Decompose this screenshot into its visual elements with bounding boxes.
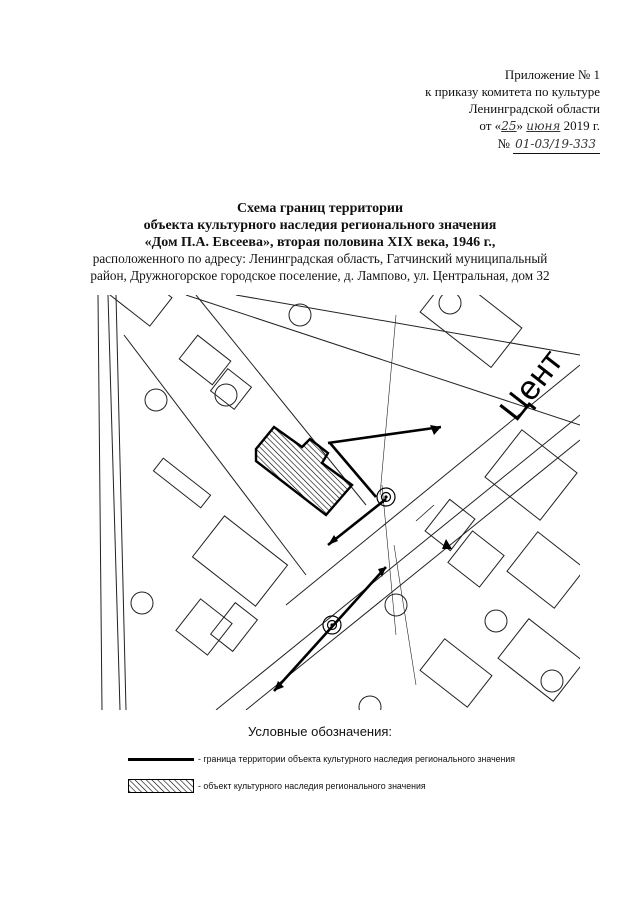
tree-symbol — [144, 388, 168, 412]
building-outline — [506, 531, 580, 609]
street-edge-lower — [245, 439, 580, 710]
committee-region: Ленинградской области — [468, 101, 600, 116]
boundary-arrow — [328, 535, 338, 545]
road-edge-right — [107, 295, 121, 710]
header-block: Приложение № 1 к приказу комитета по кул… — [300, 66, 600, 154]
heritage-building — [254, 425, 354, 517]
hatched-object-symbol — [128, 779, 194, 793]
order-reference: к приказу комитета по культуре — [425, 84, 600, 99]
street-edge-upper — [185, 295, 580, 426]
order-number: № 01-03/19-333 — [300, 135, 600, 154]
building-outline — [101, 295, 173, 327]
building-outline — [209, 368, 253, 410]
legend-object: - объект культурного наследия региональн… — [128, 779, 426, 793]
appendix-label: Приложение № 1 — [504, 67, 600, 82]
street-label: Цент — [492, 343, 570, 428]
date-prefix: от « — [479, 118, 502, 133]
building-outline — [191, 515, 289, 607]
building-outline — [447, 530, 505, 588]
date-day: 25 — [501, 119, 517, 133]
tree-symbol — [214, 383, 238, 407]
street-edge-mid — [285, 364, 580, 606]
street-edge-lower-2 — [215, 414, 580, 710]
dimension-line — [393, 544, 417, 686]
building-outline — [484, 429, 578, 521]
date-month: июня — [526, 119, 561, 133]
boundary-line-symbol — [128, 757, 194, 761]
tree-symbol — [384, 593, 408, 617]
object-label: - объект культурного наследия региональн… — [198, 781, 426, 791]
building-outline — [152, 457, 212, 509]
building-outline — [175, 598, 233, 656]
tree-symbol — [540, 669, 564, 693]
order-date: от «25» июня 2019 г. — [300, 117, 600, 135]
dimension-line — [381, 484, 397, 636]
scheme-title: Схема границ территории объекта культурн… — [0, 200, 640, 251]
date-year: 2019 г. — [563, 118, 600, 133]
building-outline — [419, 638, 493, 708]
number-value: 01-03/19-333 — [513, 136, 600, 154]
road-edge-left — [97, 295, 103, 710]
building-outline — [178, 334, 232, 386]
tree-symbol — [484, 609, 508, 633]
building-outline — [424, 498, 476, 552]
number-prefix: № — [497, 136, 510, 151]
territory-boundary — [329, 442, 377, 498]
tree-symbol — [130, 591, 154, 615]
building-outline — [419, 295, 523, 369]
object-address: расположенного по адресу: Ленинградская … — [0, 250, 640, 284]
tree-symbol — [288, 303, 312, 327]
street-edge-upper-2 — [235, 295, 580, 356]
building-outline — [209, 601, 259, 653]
tree-symbol — [438, 295, 462, 315]
utility-marker — [322, 615, 342, 635]
lot-line-a — [195, 295, 367, 506]
address-line-2: район, Дружногорское городское поселение… — [90, 268, 550, 283]
road-edge-right-2 — [115, 295, 127, 710]
dimension-line — [415, 504, 435, 522]
lot-line-b — [123, 334, 307, 576]
boundary-label: - граница территории объекта культурного… — [198, 754, 516, 764]
boundary-arrow — [430, 425, 441, 435]
date-mid: » — [516, 118, 523, 133]
building-outline — [497, 618, 580, 702]
legend-title: Условные обозначения: — [247, 724, 393, 739]
territory-boundary — [327, 497, 387, 547]
title-line-3: «Дом П.А. Евсеева», вторая половина XIX … — [144, 235, 496, 250]
boundary-arrow — [274, 681, 284, 691]
boundary-arrow — [378, 567, 386, 577]
utility-marker — [376, 487, 396, 507]
boundary-arrow — [442, 539, 452, 549]
title-line-2: объекта культурного наследия регионально… — [143, 218, 497, 233]
address-line-1: расположенного по адресу: Ленинградская … — [92, 251, 548, 266]
site-map: Цент — [97, 295, 580, 710]
legend-boundary: - граница территории объекта культурного… — [128, 754, 515, 764]
title-line-1: Схема границ территории — [236, 201, 404, 216]
tree-symbol — [358, 695, 382, 710]
dimension-line — [379, 314, 397, 496]
territory-boundary — [327, 425, 442, 445]
